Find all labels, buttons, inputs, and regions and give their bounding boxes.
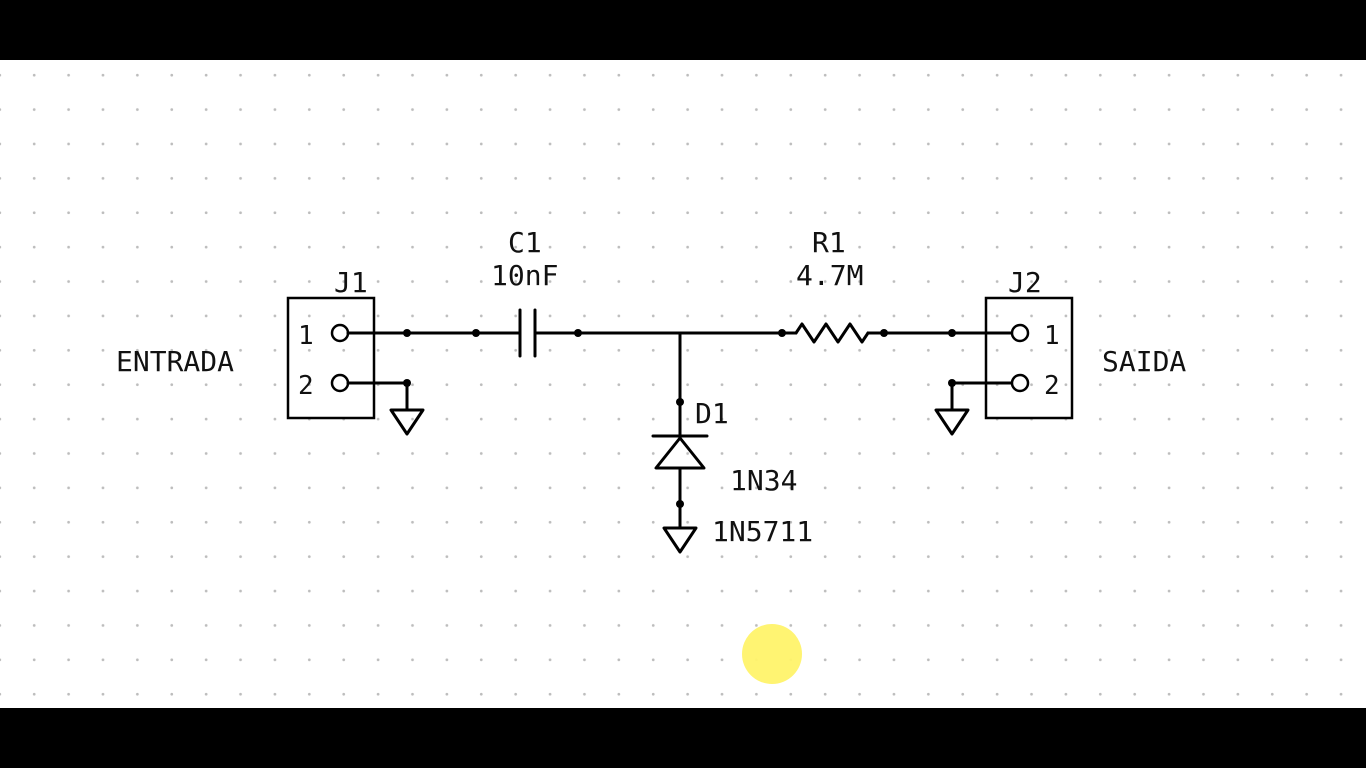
diode-d1-value: 1N34 [730, 464, 797, 497]
capacitor-c1-ref: C1 [508, 226, 542, 259]
connector-j1-ref: J1 [334, 266, 368, 299]
diode-d1-ref: D1 [695, 397, 729, 430]
schematic-diagram: J1 1 2 ENTRADA C1 10nF [116, 226, 1186, 554]
connector-j1-pin1-label: 1 [298, 321, 314, 351]
ground-symbol-j1 [346, 381, 425, 436]
resistor-r1-value: 4.7M [796, 259, 863, 292]
connector-j2-body [984, 296, 1074, 420]
connector-j2-pin2-label: 2 [1044, 371, 1060, 401]
resistor-r1-ref: R1 [812, 226, 846, 259]
connector-j1-pin1-terminal [330, 323, 350, 343]
connector-j2-pin1-label: 1 [1044, 321, 1060, 351]
connector-j1: J1 1 2 [286, 266, 376, 420]
capacitor-c1: C1 10nF [491, 226, 558, 358]
connector-j1-pin2-terminal [330, 373, 350, 393]
connector-j2: J2 1 2 [984, 266, 1074, 420]
connector-j1-pin2-label: 2 [298, 371, 314, 401]
cursor-highlight [742, 624, 802, 684]
connector-j2-pin1-terminal [1010, 323, 1030, 343]
junction-dots [403, 329, 956, 508]
capacitor-c1-value: 10nF [491, 259, 558, 292]
resistor-r1: R1 4.7M [794, 226, 870, 344]
top-letterbox [0, 0, 1366, 60]
diode-d1: D1 1N34 1N5711 [651, 331, 813, 548]
diode-d1-alt-value: 1N5711 [712, 515, 813, 548]
connector-j2-ref: J2 [1008, 266, 1042, 299]
net-label-input: ENTRADA [116, 345, 234, 378]
ground-symbol-j2 [934, 381, 1014, 436]
bottom-letterbox [0, 708, 1366, 768]
connector-j1-body [286, 296, 376, 420]
ground-symbol-d1 [662, 526, 698, 554]
net-label-output: SAIDA [1102, 345, 1186, 378]
schematic-canvas: J1 1 2 ENTRADA C1 10nF [0, 60, 1366, 708]
connector-j2-pin2-terminal [1010, 373, 1030, 393]
